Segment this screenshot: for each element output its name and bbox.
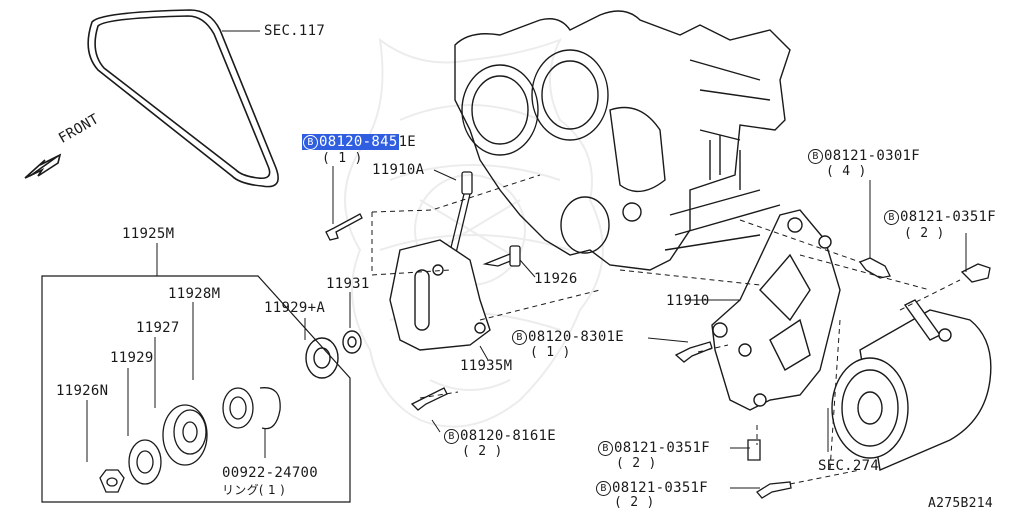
bolt-symbol-icon: B	[808, 148, 823, 164]
label-ring-text: リング( 1 )	[222, 483, 286, 497]
label-11927: 11927	[136, 320, 180, 336]
label-bolt-0301f-qty: ( 4 )	[826, 164, 867, 179]
guide-lines	[371, 174, 961, 485]
label-sec117: SEC.117	[264, 23, 326, 39]
bolt-symbol-icon: B	[512, 329, 527, 345]
label-11910a: 11910A	[372, 162, 425, 178]
label-11926n: 11926N	[56, 383, 109, 399]
kit-box	[41, 275, 351, 503]
label-bolt-0351f-top-qty: ( 2 )	[904, 226, 945, 241]
label-ring-part: 00922-24700	[222, 465, 319, 481]
figure-code: A275B214	[928, 496, 994, 511]
leader-lines	[86, 166, 967, 489]
idler-bracket	[389, 239, 491, 351]
label-bolt-8301e-qty: ( 1 )	[530, 345, 571, 360]
label-11926: 11926	[534, 271, 578, 287]
bolt-symbol-icon: B	[303, 134, 318, 150]
label-bolt-8161e-qty: ( 2 )	[462, 444, 503, 459]
label-11931: 11931	[326, 276, 370, 292]
bolt-symbol-icon: B	[444, 428, 459, 444]
bolt-symbol-icon: B	[884, 209, 899, 225]
ac-compressor	[831, 299, 992, 471]
label-11929: 11929	[110, 350, 154, 366]
kit-parts	[99, 387, 281, 493]
label-11935m: 11935M	[460, 358, 513, 374]
label-bolt-top-qty: ( 1 )	[322, 151, 363, 166]
label-bolt-0351f-mid-qty: ( 2 )	[616, 456, 657, 471]
label-sec274: SEC.274	[818, 458, 880, 474]
label-11925m: 11925M	[122, 226, 175, 242]
bolt-symbol-icon: B	[596, 480, 611, 496]
engine-block	[454, 10, 791, 271]
front-arrow-icon	[24, 153, 62, 179]
drive-belt	[87, 9, 279, 188]
pulley-parts	[305, 330, 362, 379]
label-11929a: 11929+A	[264, 300, 326, 316]
compressor-bracket	[711, 209, 841, 411]
label-bolt-0351f-bot-qty: ( 2 )	[614, 495, 655, 510]
label-11910: 11910	[666, 293, 710, 309]
bolt-symbol-icon: B	[598, 440, 613, 456]
label-11928m: 11928M	[168, 286, 221, 302]
